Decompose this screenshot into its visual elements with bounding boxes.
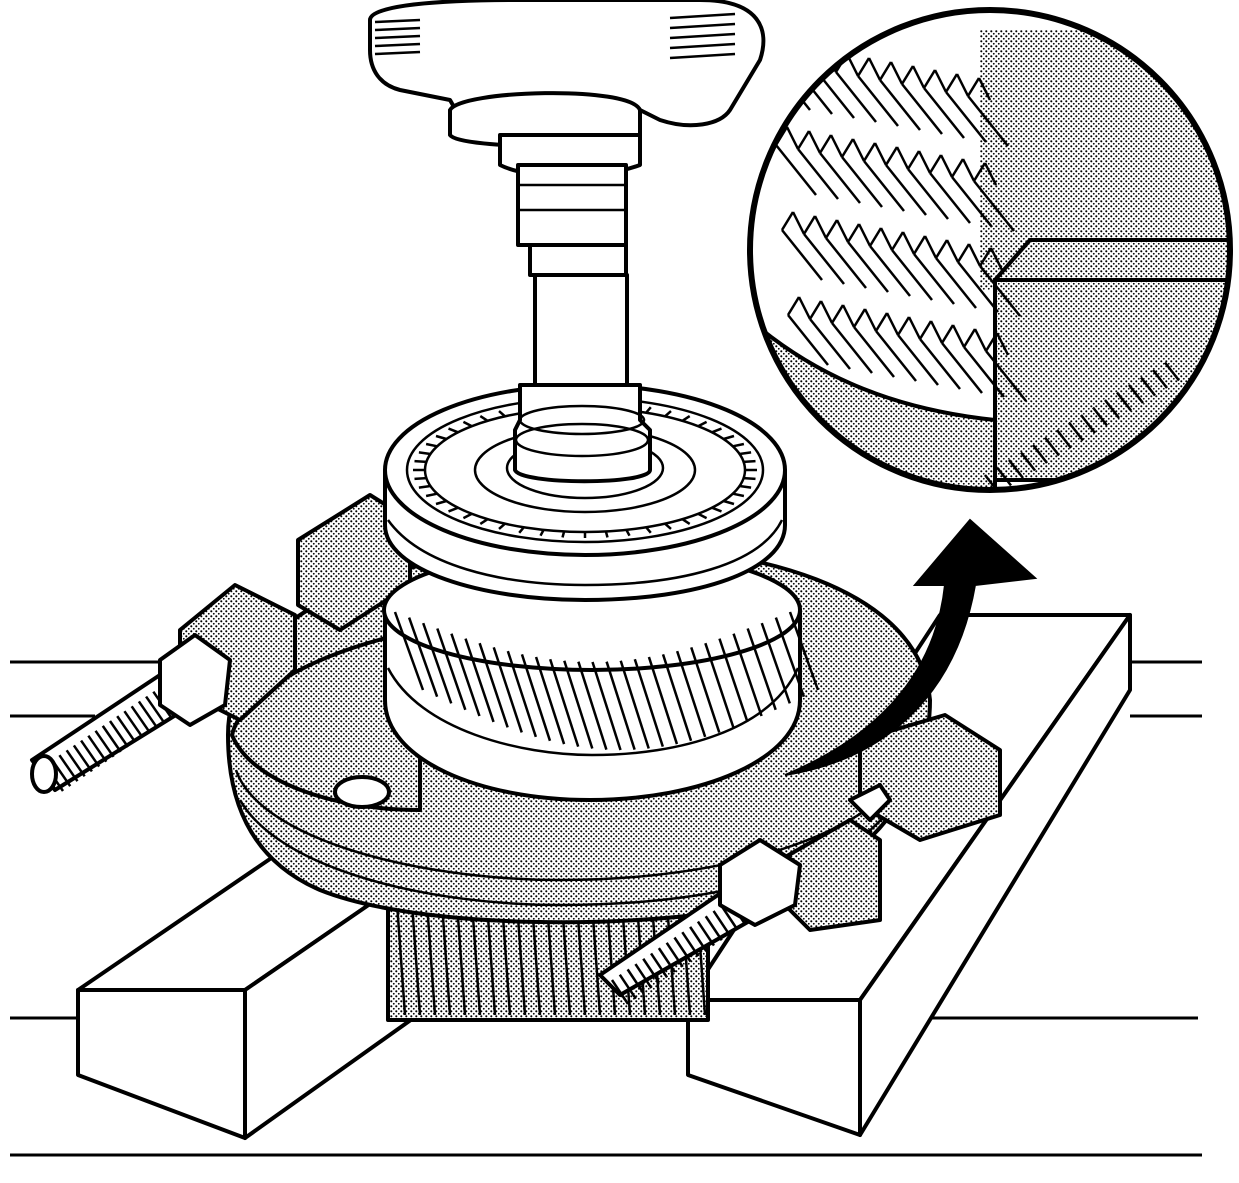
press-ram <box>368 0 766 392</box>
separator-bolt-left <box>30 633 232 794</box>
separator-bolt-right <box>598 783 892 1005</box>
detail-inset <box>747 7 1233 493</box>
press-adapter <box>513 383 652 484</box>
lift-direction-arrow <box>784 518 1038 776</box>
